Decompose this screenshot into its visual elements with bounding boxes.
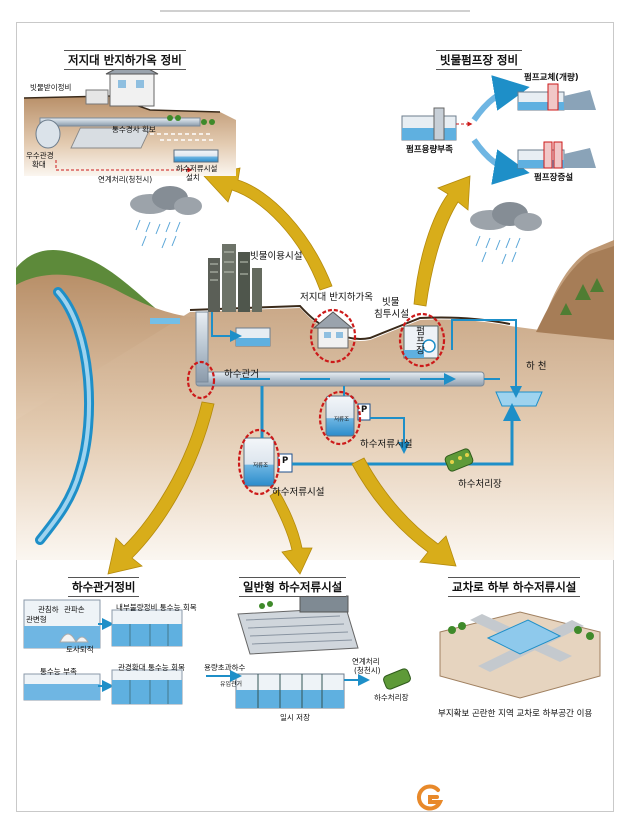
- panel-title-sewer: 하수관거정비: [68, 577, 140, 597]
- label-link-1: 연계처리: [352, 657, 380, 666]
- label-pipe-expand-2: 확대: [32, 160, 46, 169]
- rain-use-tank: [211, 312, 271, 347]
- label-rain-use: 빗물이용시설: [250, 251, 303, 262]
- label-storage-b: 하수저류시설: [272, 487, 325, 498]
- label-lowland-house: 저지대 반지하가옥: [300, 292, 373, 303]
- label-link-2: (청천시): [354, 666, 381, 675]
- storage-tank-a: [325, 386, 410, 454]
- panel-general-art: [206, 595, 411, 709]
- main-sewer-pipe: [195, 311, 522, 398]
- panel-title-pump: 빗물펌프장 정비: [436, 50, 523, 70]
- label-slope: 통수경사 확보: [112, 125, 156, 134]
- lowland-house: [312, 311, 354, 349]
- label-link: 연계처리(청천시): [98, 175, 153, 184]
- panel-crossroad-art: [439, 611, 601, 699]
- label-temp: 일시 저장: [280, 713, 310, 722]
- label-pump-expand: 펌프장증설: [534, 173, 574, 183]
- label-result-1: 내부불량정비 통수능 회복: [116, 603, 197, 612]
- panel-title-lowland: 저지대 반지하가옥 정비: [64, 50, 186, 70]
- label-inflow: 유입관거: [220, 681, 243, 688]
- label-overflow: 용량초과하수: [204, 663, 246, 672]
- label-pump-station: 펌프장: [413, 326, 425, 355]
- brand-logo-icon: [416, 784, 444, 811]
- label-sediment: 토사퇴적: [66, 645, 94, 654]
- label-river: 하 천: [526, 361, 547, 372]
- label-pump-replace: 펌프교체(개량): [524, 73, 579, 83]
- label-storage-2: 설치: [186, 173, 200, 182]
- label-pump-p-b: P: [282, 456, 289, 466]
- top-rule: [160, 2, 470, 12]
- label-type-1: 관변형: [26, 615, 47, 624]
- pump-station: [403, 325, 439, 359]
- panel-title-crossroad: 교차로 하부 하수저류시설: [448, 577, 581, 597]
- highlight-circles: [186, 308, 446, 496]
- label-type-2: 관침하: [38, 605, 59, 614]
- label-sewer-pipe: 하수관거: [224, 369, 259, 380]
- label-plant: 하수처리장: [374, 693, 409, 702]
- label-storage-a: 하수저류시설: [360, 439, 413, 450]
- label-treatment: 하수처리장: [458, 479, 502, 490]
- label-infiltration-2: 침투시설: [374, 309, 409, 320]
- label-storage-1: 하수저류시설: [176, 164, 218, 173]
- landscape: [16, 240, 614, 560]
- panel-title-general: 일반형 하수저류시설: [239, 577, 347, 597]
- label-shortage: 통수능 부족: [40, 667, 77, 676]
- city-buildings: [208, 244, 262, 312]
- panel-sewer-art: [23, 599, 183, 705]
- panel-pump-art: [401, 75, 596, 185]
- label-tank-b: 저류조: [253, 463, 269, 469]
- label-pump-p-a: P: [361, 405, 368, 415]
- label-type-3: 관파손: [64, 605, 85, 614]
- gold-arrows: [107, 167, 471, 575]
- rain-cloud-left: [130, 186, 202, 249]
- crossroad-caption: 부지확보 곤란한 지역 교차로 하부공간 이용: [438, 709, 593, 719]
- panel-lowland-art: [23, 59, 236, 176]
- rain-cloud-right: [470, 202, 542, 265]
- label-tank-a: 저류조: [334, 417, 350, 423]
- label-infiltration-1: 빗물: [382, 297, 400, 308]
- label-pump-shortage: 펌프용량부족: [406, 145, 453, 155]
- treatment-plant-icon: [444, 448, 474, 472]
- label-pipe-expand-1: 우수관경: [26, 151, 54, 160]
- label-rain-outlet: 빗물받이정비: [30, 83, 72, 92]
- label-result-2: 관경확대 통수능 회복: [118, 663, 185, 672]
